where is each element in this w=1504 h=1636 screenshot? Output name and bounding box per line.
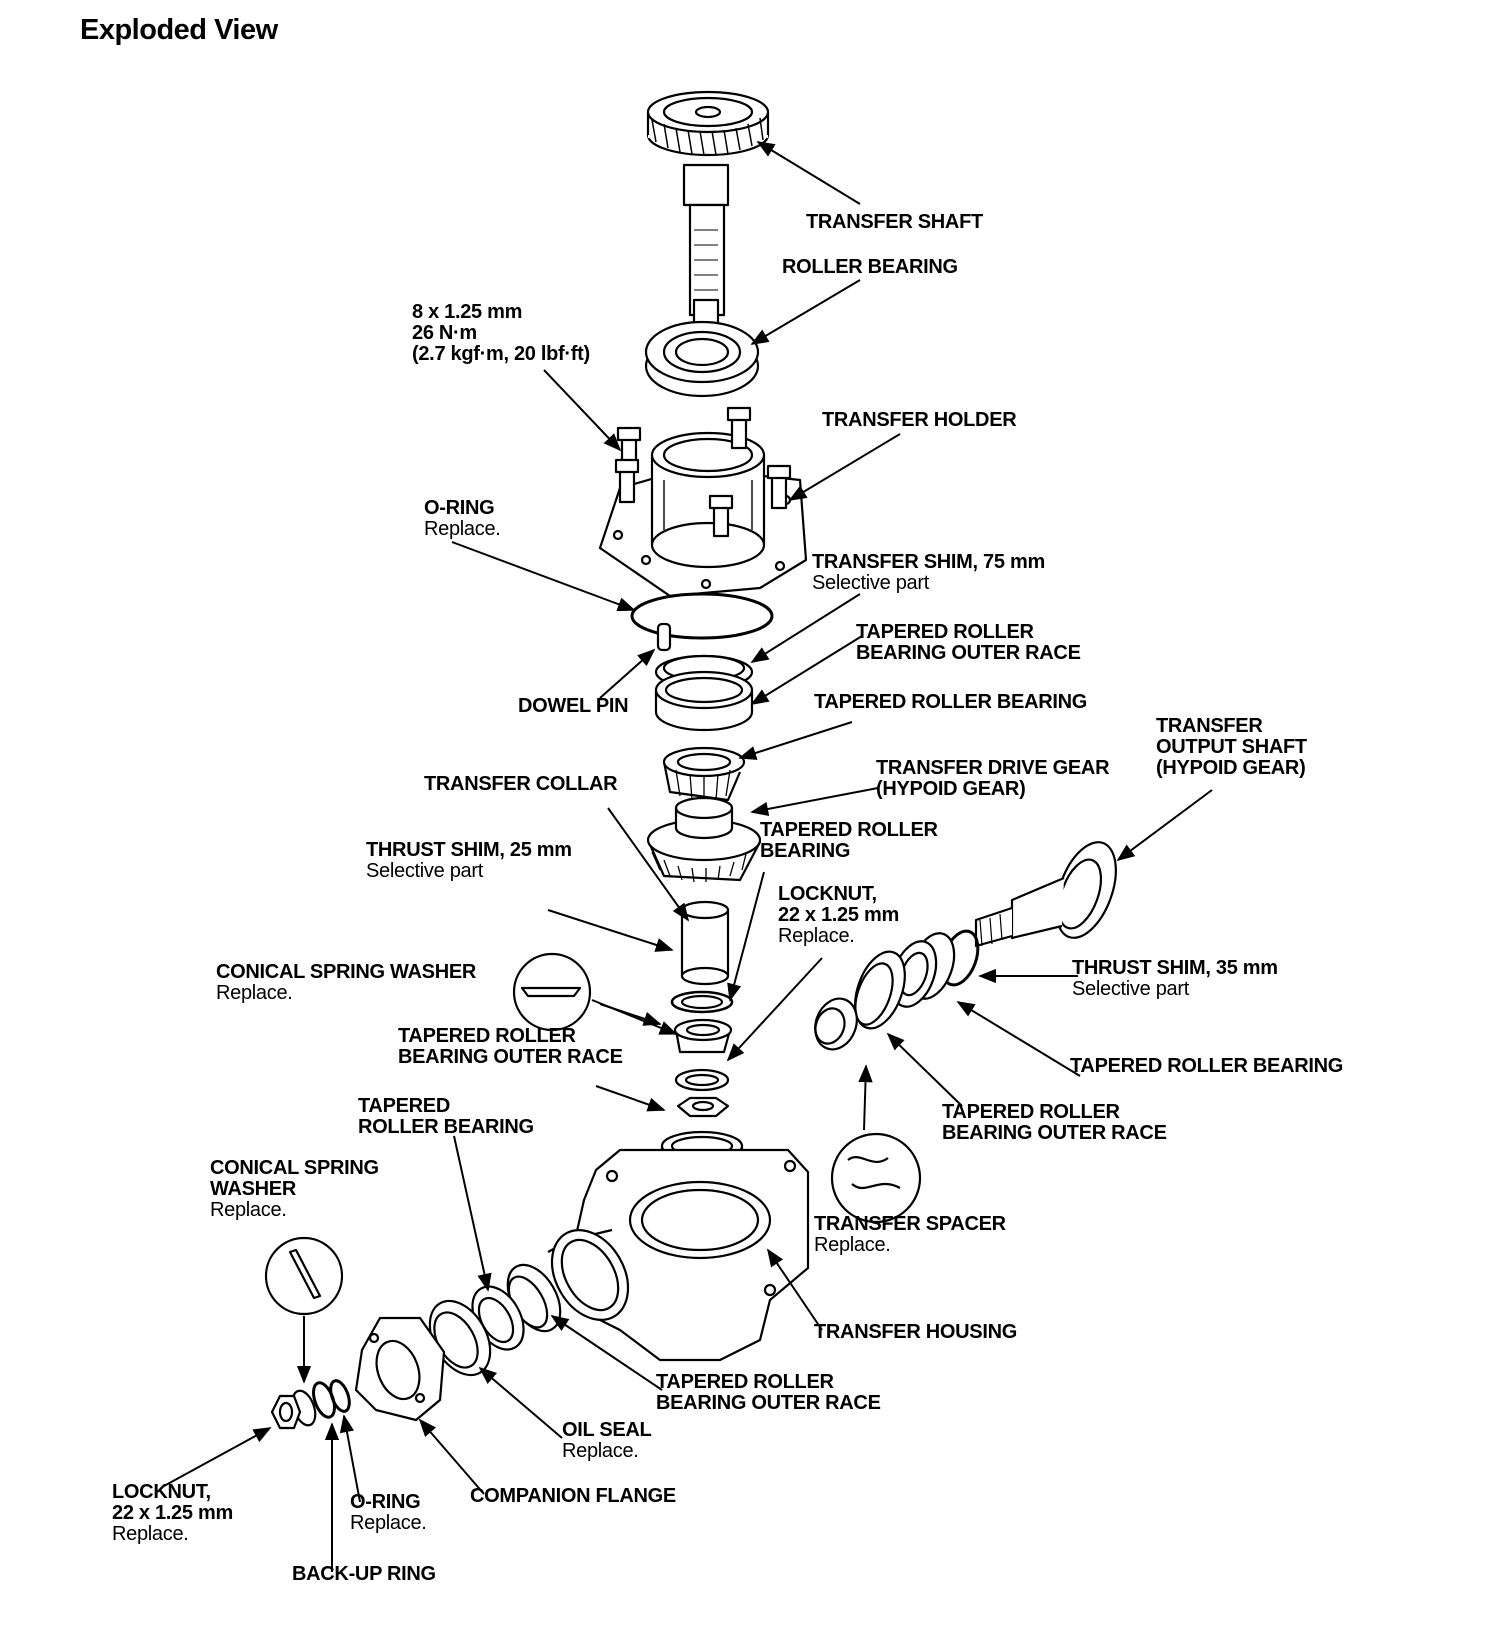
dowel-pin-part xyxy=(656,622,672,652)
oil-seal-part xyxy=(428,1299,492,1377)
locknut-bottom-part xyxy=(270,1394,302,1430)
label-tapered-bearing-2: TAPERED ROLLER BEARING xyxy=(760,819,938,862)
conical-washer-bottom-detail-circle xyxy=(264,1236,344,1316)
tapered-roller-bearing-upper-part xyxy=(662,746,746,802)
label-thrust-shim-25: THRUST SHIM, 25 mm Selective part xyxy=(366,839,572,882)
tapered-roller-bearing-left-part xyxy=(471,1285,525,1351)
transfer-shim-outer-race-parts xyxy=(654,654,754,732)
transfer-holder-part xyxy=(598,406,808,598)
label-oil-seal: OIL SEAL Replace. xyxy=(562,1419,652,1462)
label-dowel-pin: DOWEL PIN xyxy=(518,695,629,717)
conical-washer-detail-circle xyxy=(512,952,592,1032)
companion-flange-part xyxy=(354,1316,446,1422)
label-transfer-shim-75: TRANSFER SHIM, 75 mm Selective part xyxy=(812,551,1045,594)
label-tapered-outer-race-3: TAPERED ROLLER BEARING OUTER RACE xyxy=(942,1101,1167,1144)
roller-bearing-part xyxy=(644,320,760,398)
label-transfer-spacer: TRANSFER SPACER Replace. xyxy=(814,1213,1006,1256)
label-locknut-top: LOCKNUT, 22 x 1.25 mm Replace. xyxy=(778,883,899,947)
label-transfer-housing: TRANSFER HOUSING xyxy=(814,1321,1017,1343)
label-bolt-spec: 8 x 1.25 mm 26 N·m (2.7 kgf·m, 20 lbf·ft… xyxy=(412,301,590,365)
label-tapered-outer-race-2: TAPERED ROLLER BEARING OUTER RACE xyxy=(398,1025,623,1068)
transfer-output-shaft-part xyxy=(974,841,1117,948)
transfer-drive-gear-part xyxy=(646,796,762,883)
label-backup-ring: BACK-UP RING xyxy=(292,1563,436,1585)
label-transfer-collar: TRANSFER COLLAR xyxy=(424,773,618,795)
transfer-shaft-part xyxy=(646,90,770,327)
label-o-ring-bottom: O-RING Replace. xyxy=(350,1491,427,1534)
transfer-spacer-detail-circle xyxy=(830,1132,922,1224)
transfer-spacer-ring-part xyxy=(814,997,858,1051)
label-transfer-output-shaft: TRANSFER OUTPUT SHAFT (HYPOID GEAR) xyxy=(1156,715,1307,779)
label-tapered-bearing-3: TAPERED ROLLER BEARING xyxy=(1070,1055,1344,1077)
label-conical-washer-top: CONICAL SPRING WASHER Replace. xyxy=(216,961,477,1004)
label-o-ring-top: O-RING Replace. xyxy=(424,497,501,540)
label-tapered-bearing-4: TAPERED ROLLER BEARING xyxy=(358,1095,534,1138)
label-locknut-bottom: LOCKNUT, 22 x 1.25 mm Replace. xyxy=(112,1481,233,1545)
label-tapered-outer-race-1: TAPERED ROLLER BEARING OUTER RACE xyxy=(856,621,1081,664)
label-transfer-shaft: TRANSFER SHAFT xyxy=(806,211,983,233)
transfer-collar-part xyxy=(680,900,730,986)
transfer-housing-part xyxy=(547,1148,810,1362)
label-transfer-holder: TRANSFER HOLDER xyxy=(822,409,1017,431)
label-tapered-outer-race-4: TAPERED ROLLER BEARING OUTER RACE xyxy=(656,1371,881,1414)
tapered-outer-race-right-part xyxy=(854,950,906,1030)
label-roller-bearing: ROLLER BEARING xyxy=(782,256,958,278)
backup-ring-part xyxy=(312,1381,336,1419)
o-ring-top-part xyxy=(630,592,774,640)
label-thrust-shim-35: THRUST SHIM, 35 mm Selective part xyxy=(1072,957,1278,1000)
page-title: Exploded View xyxy=(80,14,278,46)
label-tapered-bearing-1: TAPERED ROLLER BEARING xyxy=(814,691,1088,713)
label-companion-flange: COMPANION FLANGE xyxy=(470,1485,676,1507)
label-conical-washer-bottom: CONICAL SPRING WASHER Replace. xyxy=(210,1157,379,1221)
tapered-roller-bearing-small-part xyxy=(673,1018,733,1054)
label-transfer-drive-gear: TRANSFER DRIVE GEAR (HYPOID GEAR) xyxy=(876,757,1110,800)
